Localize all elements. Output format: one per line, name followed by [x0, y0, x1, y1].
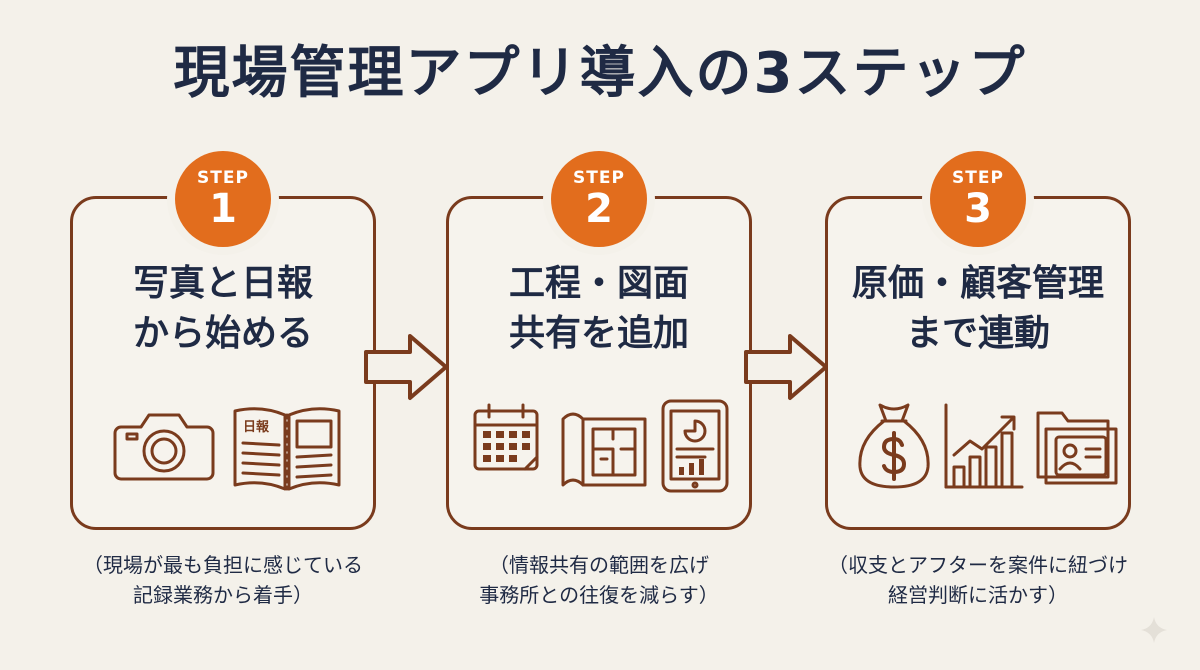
customer-folder-icon — [1036, 411, 1118, 485]
step-title-line: から始める — [132, 313, 313, 354]
caption-line: 記録業務から着手） — [133, 583, 313, 607]
tablet-report-icon — [661, 399, 729, 493]
step-badge-label: STEP — [197, 168, 249, 188]
step-title-2: 工程・図面 共有を追加 — [449, 259, 749, 359]
step-badge-label: STEP — [952, 168, 1004, 188]
blueprint-icon — [561, 412, 647, 487]
step-title-1: 写真と日報 から始める — [73, 259, 373, 359]
arrow-right-icon — [364, 334, 448, 400]
page-title: 現場管理アプリ導入の3ステップ — [173, 41, 1027, 106]
step-badge-label: STEP — [573, 168, 625, 188]
step-caption-1: （現場が最も負担に感じている 記録業務から着手） — [33, 550, 413, 610]
step-badge-number: 1 — [209, 186, 237, 232]
calendar-icon — [473, 403, 539, 471]
caption-line: （情報共有の範囲を広げ — [489, 553, 709, 577]
step-icons-2 — [449, 397, 749, 497]
step-title-3: 原価・顧客管理 まで連動 — [828, 259, 1128, 359]
step-title-line: 原価・顧客管理 — [851, 263, 1104, 304]
daily-report-book-icon: 日報 — [233, 407, 341, 491]
caption-line: 経営判断に活かす） — [888, 583, 1068, 607]
step-caption-3: （収支とアフターを案件に紐づけ 経営判断に活かす） — [788, 550, 1168, 610]
caption-line: （現場が最も負担に感じている — [83, 553, 363, 577]
camera-icon — [113, 413, 215, 481]
step-caption-2: （情報共有の範囲を広げ 事務所との往復を減らす） — [409, 550, 789, 610]
step-title-line: まで連動 — [905, 313, 1050, 354]
step-title-line: 共有を追加 — [508, 313, 689, 354]
step-title-line: 写真と日報 — [132, 263, 313, 304]
step-card-2: STEP 2 工程・図面 共有を追加 — [446, 151, 752, 530]
caption-line: 事務所との往復を減らす） — [479, 583, 719, 607]
caption-line: （収支とアフターを案件に紐づけ — [828, 553, 1128, 577]
step-badge-number: 3 — [964, 186, 992, 232]
step-card-1: STEP 1 写真と日報 から始める 日報 — [70, 151, 376, 530]
book-cover-text: 日報 — [243, 419, 270, 435]
sparkle-icon — [1141, 617, 1167, 643]
step-badge-2: STEP 2 — [551, 151, 647, 247]
step-badge-number: 2 — [585, 186, 613, 232]
step-badge-3: STEP 3 — [930, 151, 1026, 247]
step-badge-1: STEP 1 — [175, 151, 271, 247]
growth-chart-icon — [944, 403, 1024, 489]
step-icons-1: 日報 — [73, 397, 373, 497]
step-title-line: 工程・図面 — [508, 263, 689, 304]
arrow-right-icon — [744, 334, 828, 400]
step-icons-3 — [828, 397, 1128, 497]
money-bag-icon — [858, 403, 930, 489]
step-card-3: STEP 3 原価・顧客管理 まで連動 — [825, 151, 1131, 530]
